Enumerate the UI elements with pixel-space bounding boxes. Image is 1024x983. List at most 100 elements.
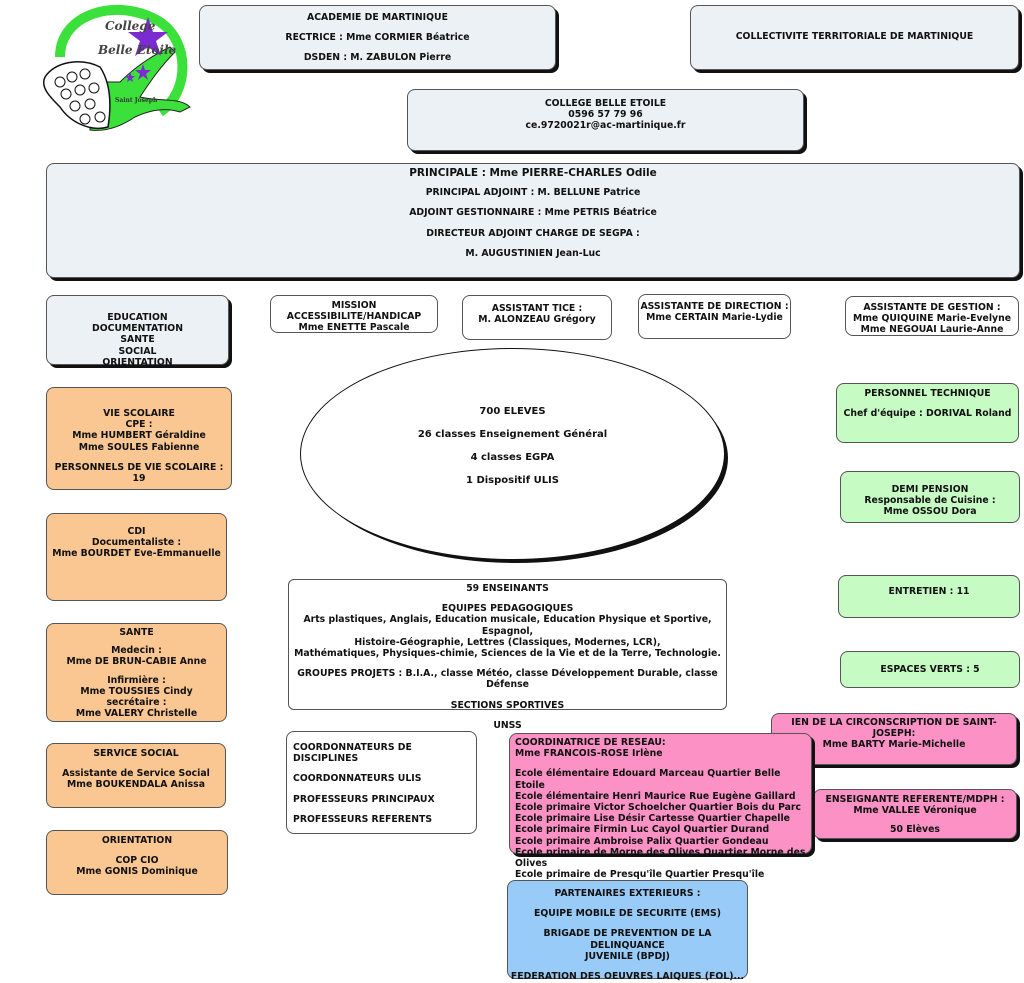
partenaire-item: JUVENILE (BPDJ) (585, 950, 670, 962)
coordonnateurs-line: COORDONNATEURS DE DISCIPLINES (293, 742, 412, 765)
logo-text-belle-etoile: Belle Etoile (97, 43, 177, 57)
groupes-projets: GROUPES PROJETS : B.I.A., classe Météo, … (297, 668, 718, 691)
mission-box: MISSION ACCESSIBILITE/HANDICAP Mme ENETT… (270, 295, 438, 333)
logo-graphic: College Belle Etoile Saint Joseph (43, 4, 191, 131)
logo-text-saint-joseph: Saint Joseph (115, 97, 158, 104)
vie-scolaire-title: VIE SCOLAIRE (103, 408, 175, 419)
demi-pension-line: Responsable de Cuisine : (864, 495, 996, 507)
infirmiere-role: Infirmière : (107, 674, 166, 686)
education-line: SOCIAL (118, 345, 157, 357)
eleves-count: 700 ELEVES (479, 406, 546, 417)
medecin-name: Mme DE BRUN-CABIE Anne (66, 656, 207, 668)
academie-box: ACADEMIE DE MARTINIQUE RECTRICE : Mme CO… (199, 5, 556, 70)
rectrice: RECTRICE : Mme CORMIER Béatrice (285, 32, 470, 44)
reseau-name: Mme FRANCOIS-ROSE Irlène (515, 748, 663, 760)
referente-eleves: 50 Elèves (890, 824, 940, 836)
college-name: COLLEGE BELLE ETOILE (544, 98, 667, 109)
cpe-name: Mme SOULES Fabienne (78, 441, 200, 453)
college-email[interactable]: ce.9720021r@ac-martinique.fr (525, 120, 686, 132)
sections-sportives: SECTIONS SPORTIVES (450, 699, 565, 711)
equipes-line: Arts plastiques, Anglais, Education musi… (303, 614, 712, 637)
secretaire-role: secrétaire : (106, 697, 167, 709)
cdi-role: Documentaliste : (91, 537, 182, 549)
collectivite-title: COLLECTIVITE TERRITORIALE DE MARTINIQUE (735, 31, 974, 42)
sante-box: SANTE Medecin : Mme DE BRUN-CABIE Anne I… (46, 623, 227, 722)
dsden: DSDEN : M. ZABULON Pierre (303, 52, 452, 64)
referente-box: ENSEIGNANTE REFERENTE/MDPH : Mme VALLEE … (813, 789, 1017, 839)
direction-box: PRINCIPALE : Mme PIERRE-CHARLES Odile PR… (46, 163, 1020, 278)
coordonnateurs-line: COORDONNATEURS ULIS (293, 773, 422, 785)
orientation-box: ORIENTATION COP CIO Mme GONIS Dominique (46, 830, 228, 895)
reseau-title: COORDINATRICE DE RESEAU: (515, 737, 666, 748)
mission-line: ACCESSIBILITE/HANDICAP (286, 311, 422, 323)
college-logo: College Belle Etoile Saint Joseph (30, 2, 200, 142)
unss: UNSS (493, 719, 522, 731)
secretaire-name: Mme VALERY Christelle (75, 708, 198, 720)
mission-line: MISSION (331, 300, 377, 311)
college-phone: 0596 57 79 96 (568, 109, 643, 121)
education-line: DOCUMENTATION (92, 323, 183, 335)
directeur-segpa-title: DIRECTEUR ADJOINT CHARGE DE SEGPA : (426, 227, 640, 239)
espaces-verts-box: ESPACES VERTS : 5 (840, 651, 1020, 688)
ien-box: IEN DE LA CIRCONSCRIPTION DE SAINT-JOSEP… (771, 713, 1017, 765)
assistante-gestion-line: Mme QUIQUINE Marie-Evelyne (852, 313, 1012, 325)
partenaire-item: FEDERATION DES OEUVRES LAIQUES (FOL)... (510, 971, 745, 983)
logo-text-college: College (105, 19, 156, 33)
assistante-gestion-line: ASSISTANTE DE GESTION : (863, 302, 1001, 313)
adjoint-gestionnaire: ADJOINT GESTIONNAIRE : Mme PETRIS Béatri… (409, 207, 657, 219)
directeur-segpa-name: M. AUGUSTINIEN Jean-Luc (465, 247, 601, 259)
classes-general: 26 classes Enseignement Général (417, 429, 608, 440)
principal-adjoint: PRINCIPAL ADJOINT : M. BELLUNE Patrice (425, 187, 641, 199)
dispositif-ulis: 1 Dispositif ULIS (466, 475, 559, 486)
assistante-direction-line: Mme CERTAIN Marie-Lydie (646, 312, 783, 324)
assistante-direction-line: ASSISTANTE DE DIRECTION : (640, 301, 789, 312)
equipes-line: Histoire-Géographie, Lettres (Classiques… (354, 636, 661, 648)
service-social-box: SERVICE SOCIAL Assistante de Service Soc… (46, 743, 226, 808)
coordonnateurs-line: PROFESSEURS PRINCIPAUX (293, 793, 435, 805)
espaces-verts-label: ESPACES VERTS : 5 (880, 664, 980, 675)
service-social-title: SERVICE SOCIAL (93, 748, 179, 759)
partenaires-title: PARTENAIRES EXTERIEURS : (554, 888, 701, 899)
cdi-title: CDI (127, 526, 146, 537)
enseignants-title: 59 ENSEINANTS (466, 583, 549, 594)
education-line: SANTE (120, 334, 155, 346)
ien-name: Mme BARTY Marie-Michelle (822, 739, 966, 751)
demi-pension-box: DEMI PENSION Responsable de Cuisine : Mm… (840, 471, 1020, 523)
tice-line: ASSISTANT TICE : (491, 303, 583, 314)
education-line: EDUCATION (107, 312, 168, 323)
partenaire-item: BRIGADE DE PREVENTION DE LA DELINQUANCE (543, 928, 712, 951)
assistante-gestion-line: Mme NEGOUAI Laurie-Anne (860, 324, 1004, 336)
assistante-gestion-box: ASSISTANTE DE GESTION : Mme QUIQUINE Mar… (845, 296, 1019, 336)
referente-name: Mme VALLEE Véronique (853, 805, 977, 817)
orientation-role: COP CIO (115, 855, 159, 867)
cdi-box: CDI Documentaliste : Mme BOURDET Eve-Emm… (46, 513, 227, 601)
partenaires-box: PARTENAIRES EXTERIEURS : EQUIPE MOBILE D… (507, 880, 748, 983)
ecole-item: Ecole primaire de Morne des Olives Quart… (515, 846, 806, 870)
tice-box: ASSISTANT TICE : M. ALONZEAU Grégory (462, 295, 612, 340)
orientation-name: Mme GONIS Dominique (76, 866, 198, 878)
referente-title: ENSEIGNANTE REFERENTE/MDPH : (825, 794, 1005, 805)
education-line: ORIENTATION (102, 356, 173, 368)
tice-line: M. ALONZEAU Grégory (478, 314, 596, 326)
reseau-box: COORDINATRICE DE RESEAU: Mme FRANCOIS-RO… (509, 733, 812, 880)
service-social-role: Assistante de Service Social (62, 768, 210, 780)
cdi-name: Mme BOURDET Eve-Emmanuelle (52, 548, 221, 560)
entretien-box: ENTRETIEN : 11 (838, 575, 1020, 618)
ecole-item: Ecole primaire de Presqu'île Quartier Pr… (515, 869, 765, 881)
enseignants-box: 59 ENSEINANTS EQUIPES PEDAGOGIQUES Arts … (288, 579, 727, 731)
entretien-label: ENTRETIEN : 11 (888, 586, 970, 597)
mission-line: Mme ENETTE Pascale (298, 322, 410, 334)
eleves-ellipse: 700 ELEVES 26 classes Enseignement Génér… (300, 348, 725, 560)
coordonnateurs-box: COORDONNATEURS DE DISCIPLINES COORDONNAT… (286, 731, 477, 834)
ien-title: IEN DE LA CIRCONSCRIPTION DE SAINT-JOSEP… (791, 717, 997, 740)
equipes-title: EQUIPES PEDAGOGIQUES (441, 603, 574, 615)
demi-pension-line: DEMI PENSION (891, 484, 969, 495)
chef-equipe: Chef d'équipe : DORIVAL Roland (843, 408, 1012, 420)
personnels-vie-scolaire: PERSONNELS DE VIE SCOLAIRE : 19 (54, 461, 224, 485)
principale: PRINCIPALE : Mme PIERRE-CHARLES Odile (409, 167, 657, 179)
ecole-item: Ecole primaire Lise Désir Cartesse Quart… (515, 813, 790, 825)
coordonnateurs-line: PROFESSEURS REFERENTS (293, 813, 433, 825)
ecole-item: Ecole primaire Victor Schoelcher Quartie… (515, 802, 802, 814)
service-social-name: Mme BOUKENDALA Anissa (67, 779, 205, 791)
ecole-item: Ecole élémentaire Henri Maurice Rue Eugè… (515, 790, 796, 802)
